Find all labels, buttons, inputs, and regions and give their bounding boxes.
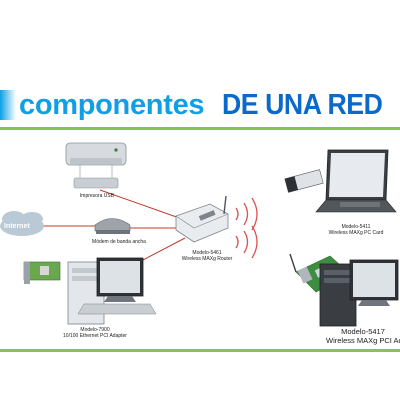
title-de-una-red: DE UNA RED bbox=[222, 89, 383, 121]
internet-label: Internet bbox=[4, 223, 30, 230]
page-title: componentes DE UNA RED bbox=[0, 88, 400, 124]
left-desktop-pc-icon bbox=[67, 257, 157, 325]
laptop-caption-name: Wireless MAXg PC Card bbox=[328, 230, 384, 236]
pc-card-icon bbox=[284, 169, 324, 193]
right-pc-caption: Modelo-5417 Wireless MAXg PCI Ad bbox=[326, 327, 400, 345]
bottom-divider bbox=[0, 349, 400, 352]
router-caption: Modelo-5461 Wireless MAXg Router bbox=[172, 250, 242, 262]
modem-icon bbox=[94, 218, 131, 234]
router-caption-name: Wireless MAXg Router bbox=[181, 256, 233, 262]
left-pc-caption-name: 10/100 Ethernet PCI Adapter bbox=[63, 333, 127, 339]
laptop-icon bbox=[315, 149, 397, 213]
right-desktop-pc-icon bbox=[319, 259, 399, 327]
printer-caption: Impresora USB bbox=[79, 193, 115, 199]
left-pc-caption-model: Modelo-7900 bbox=[80, 327, 110, 333]
right-pc-caption-name: Wireless MAXg PCI Ad bbox=[326, 336, 400, 345]
title-componentes: componentes bbox=[19, 89, 205, 121]
laptop-caption: Modelo-5411 Wireless MAXg PC Card bbox=[318, 224, 394, 236]
link-printer-router bbox=[99, 189, 186, 221]
right-pc-caption-model: Modelo-5417 bbox=[341, 327, 385, 336]
printer-icon bbox=[65, 142, 127, 189]
ethernet-card-icon bbox=[23, 261, 61, 284]
title-accent-bar bbox=[0, 90, 16, 120]
modem-caption: Módem de banda ancha bbox=[92, 239, 146, 245]
laptop-caption-model: Modelo-5411 bbox=[341, 224, 371, 230]
left-pc-caption: Modelo-7900 10/100 Ethernet PCI Adapter bbox=[55, 327, 135, 339]
router-caption-model: Modelo-5461 bbox=[192, 250, 222, 256]
internet-cloud-icon: Internet bbox=[0, 211, 44, 236]
top-divider bbox=[0, 127, 400, 130]
router-icon bbox=[175, 195, 229, 243]
wireless-signal-icon bbox=[235, 197, 258, 259]
